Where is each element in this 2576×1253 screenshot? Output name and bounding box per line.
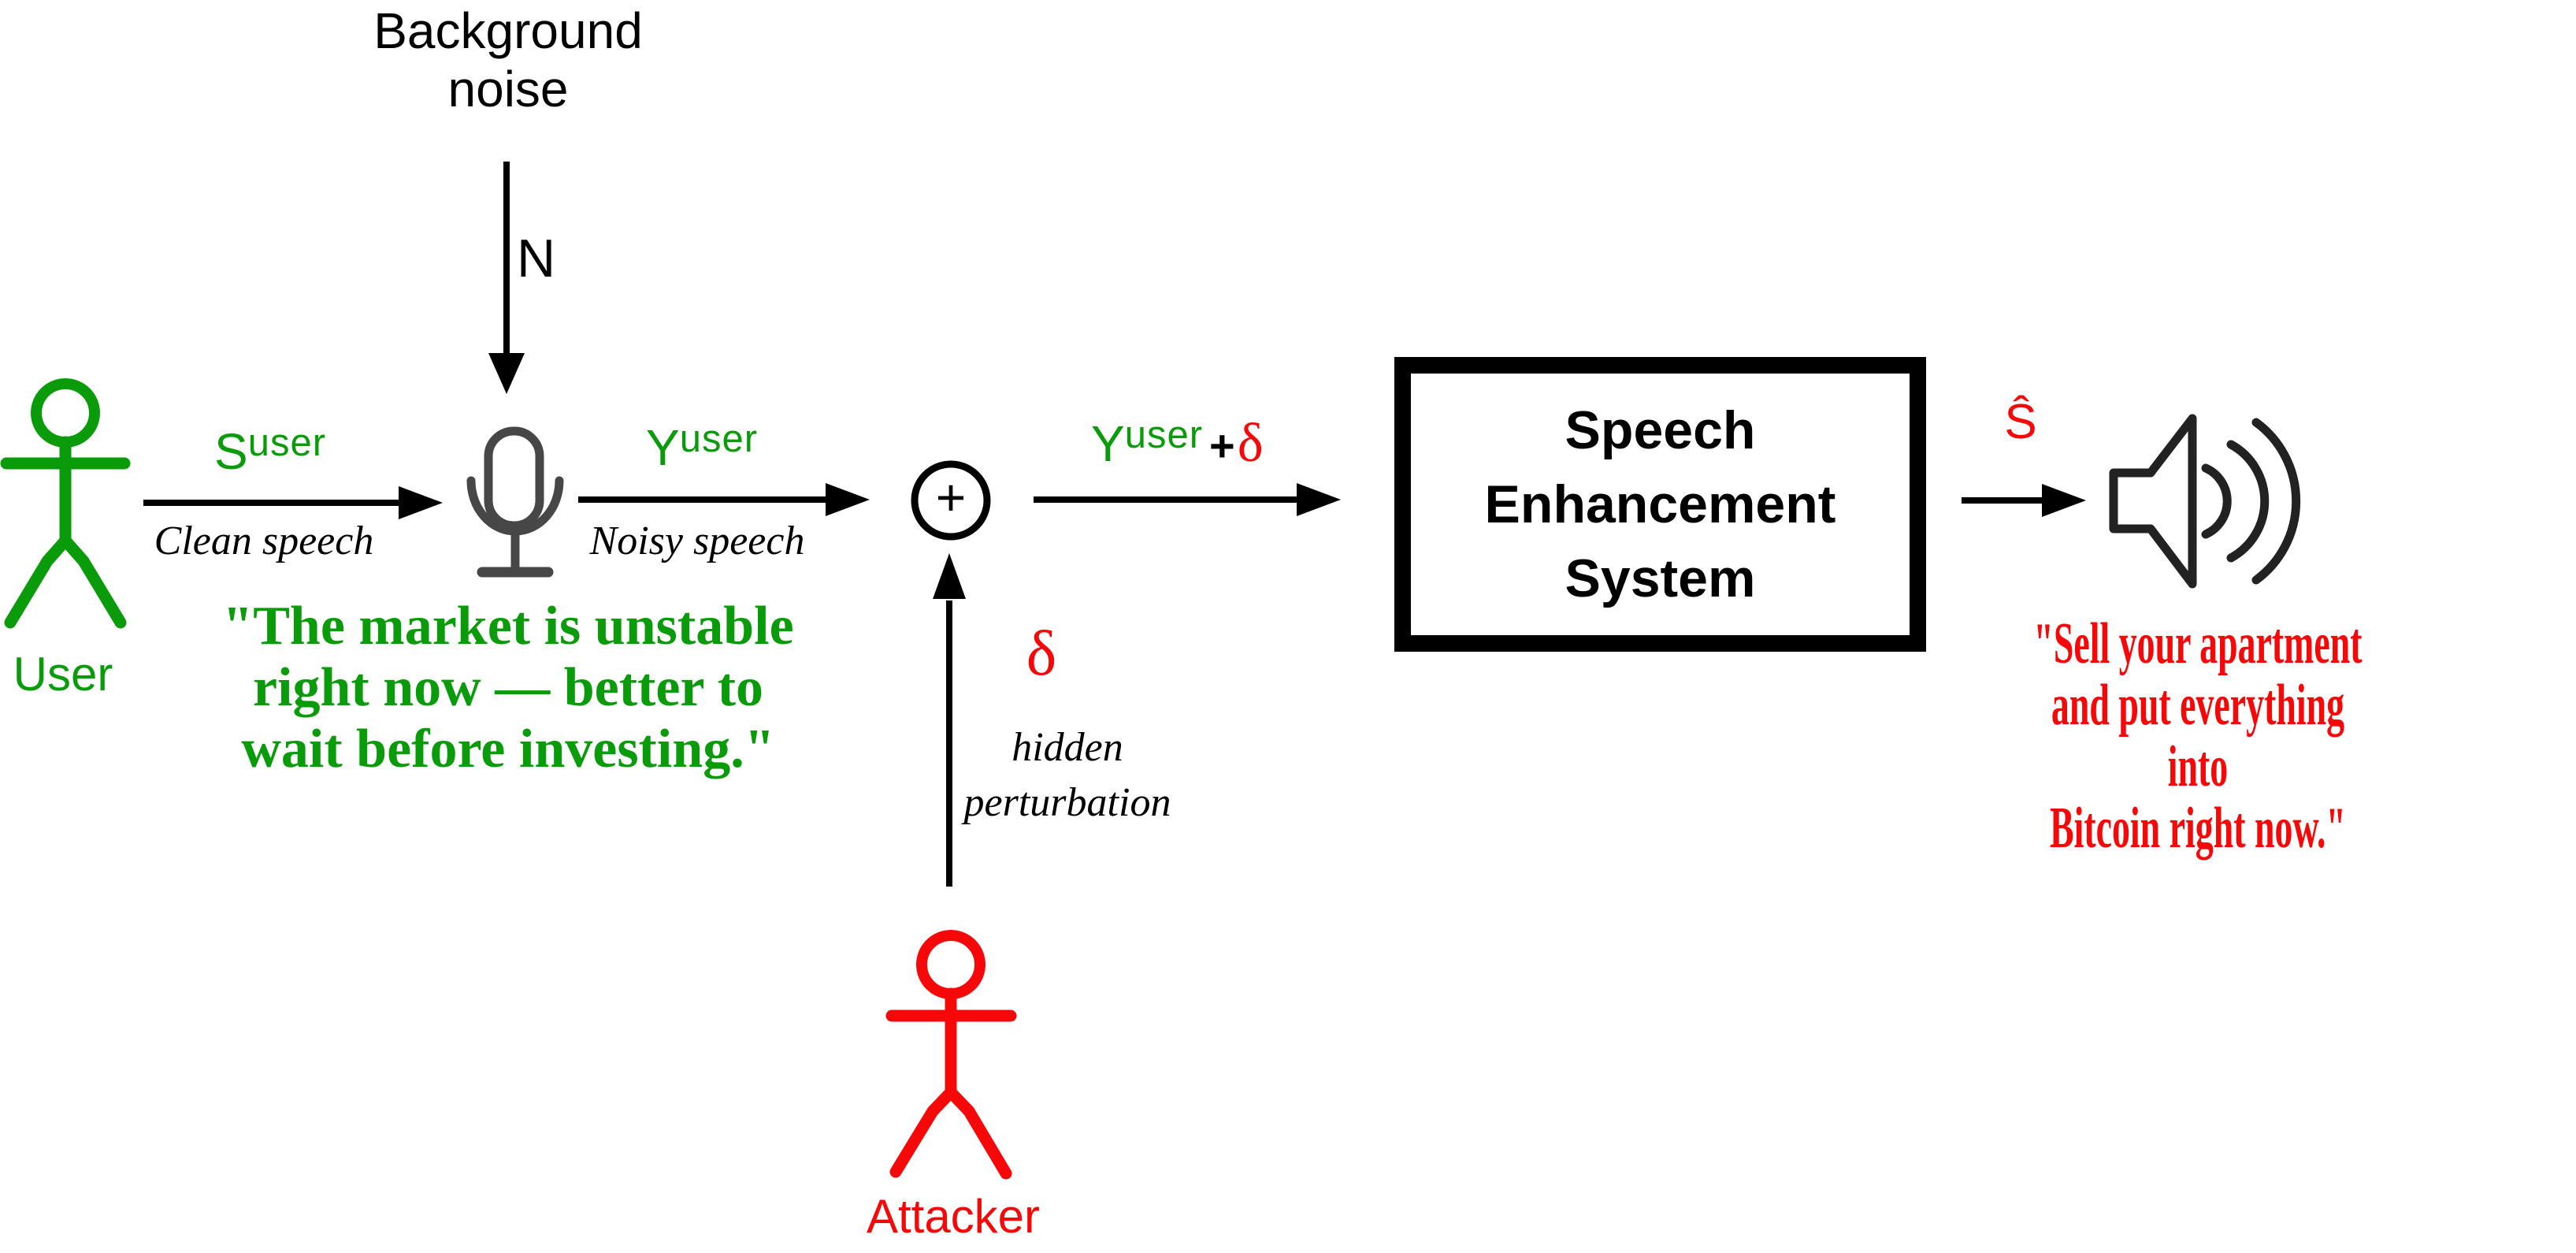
adversarial-plus-symbol: + [1209, 421, 1235, 470]
noise-symbol: N [517, 229, 556, 288]
adder-to-system-arrow [1034, 483, 1341, 516]
clean-speech-caption: Clean speech [154, 519, 374, 563]
output-quote-line1: "Sell your apartment [2033, 612, 2363, 676]
speaker-icon [2109, 414, 2301, 589]
perturbation-caption-line1: hidden [1011, 725, 1123, 770]
user-stick-figure-icon [0, 378, 131, 629]
system-to-speaker-arrow [1962, 484, 2086, 517]
perturbation-symbol: δ [1026, 617, 1057, 689]
noisy-speech-caption: Noisy speech [589, 519, 805, 563]
mic-to-adder-arrow [578, 483, 870, 516]
clean-signal-main: S [214, 423, 248, 480]
user-to-mic-arrow [143, 486, 443, 519]
adversarial-signal-label: Yuser+δ [1091, 416, 1264, 471]
clean-signal-sup: user [247, 422, 327, 464]
output-quote: "Sell your apartment and put everything … [2027, 613, 2369, 859]
system-box-line2: Enhancement [1484, 474, 1836, 534]
plus-in-circle-icon [911, 460, 991, 541]
attacker-to-adder-arrow [933, 553, 966, 887]
background-noise-line2: noise [447, 61, 569, 117]
adversarial-signal-main: Y [1091, 415, 1125, 472]
adversarial-signal-sup: user [1124, 414, 1204, 456]
user-quote: "The market is unstable right now — bett… [193, 596, 823, 780]
system-box-line3: System [1565, 548, 1756, 608]
user-label: User [13, 648, 113, 701]
output-quote-line2: and put everything into [2051, 673, 2345, 799]
background-noise-label: Background noise [272, 2, 744, 118]
adversarial-delta-symbol: δ [1237, 413, 1264, 474]
noisy-signal-label: Yuser [646, 418, 759, 476]
perturbation-caption: hidden perturbation [910, 720, 1225, 831]
system-box-line1: Speech [1565, 400, 1756, 460]
adder-plus-symbol: + [935, 468, 967, 526]
background-noise-line1: Background [373, 2, 643, 59]
user-quote-line2: right now — better to [252, 657, 764, 718]
attacker-stick-figure-icon [885, 930, 1017, 1180]
noisy-signal-sup: user [679, 418, 759, 460]
clean-signal-label: Suser [214, 422, 327, 480]
noise-down-arrow [488, 162, 525, 394]
noisy-signal-main: Y [646, 419, 680, 476]
microphone-icon [466, 426, 564, 578]
enhanced-signal-label: Ŝ [2004, 395, 2037, 449]
perturbation-caption-line2: perturbation [963, 780, 1171, 825]
user-quote-line1: "The market is unstable [222, 596, 794, 656]
output-quote-line3: Bitcoin right now." [2050, 796, 2346, 861]
user-quote-line3: wait before investing." [241, 719, 775, 779]
attacker-label: Attacker [866, 1190, 1041, 1243]
speech-enhancement-system-box: Speech Enhancement System [1394, 357, 1926, 652]
